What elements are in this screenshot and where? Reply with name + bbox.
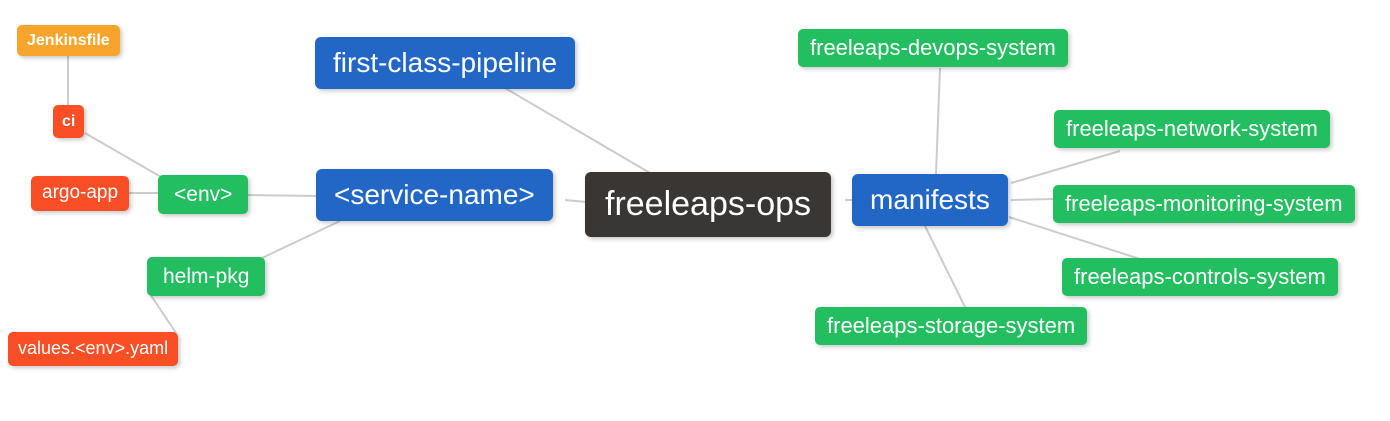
node-first-class-pipeline[interactable]: first-class-pipeline bbox=[315, 37, 576, 89]
node-env[interactable]: <env> bbox=[158, 175, 249, 215]
node-helm-pkg-label: helm-pkg bbox=[163, 265, 250, 288]
node-values-env-yaml[interactable]: values.<env>.yaml bbox=[8, 332, 179, 366]
node-env-label: <env> bbox=[174, 183, 233, 206]
node-helm-pkg[interactable]: helm-pkg bbox=[147, 257, 266, 297]
edge-servicename-ops bbox=[564, 199, 587, 203]
edge-ci-env bbox=[84, 132, 162, 178]
node-devops-system-label: freeleaps-devops-system bbox=[810, 35, 1056, 60]
node-values-env-yaml-label: values.<env>.yaml bbox=[18, 338, 169, 358]
node-service-name[interactable]: <service-name> bbox=[316, 169, 553, 221]
edge-pipeline-ops bbox=[504, 87, 651, 174]
node-first-class-pipeline-label: first-class-pipeline bbox=[333, 47, 558, 78]
node-service-name-label: <service-name> bbox=[334, 179, 535, 210]
node-jenkinsfile-label: Jenkinsfile bbox=[27, 32, 110, 49]
edge-manifests-storage bbox=[924, 225, 966, 308]
node-ci[interactable]: ci bbox=[53, 105, 85, 139]
node-manifests-label: manifests bbox=[870, 184, 990, 215]
node-monitoring-system-label: freeleaps-monitoring-system bbox=[1065, 191, 1343, 216]
node-jenkinsfile[interactable]: Jenkinsfile bbox=[17, 25, 120, 57]
node-controls-system[interactable]: freeleaps-controls-system bbox=[1062, 258, 1338, 297]
node-network-system-label: freeleaps-network-system bbox=[1066, 116, 1318, 141]
edge-values-helmpkg bbox=[149, 293, 177, 334]
node-storage-system[interactable]: freeleaps-storage-system bbox=[815, 307, 1088, 346]
edge-env-servicename bbox=[243, 194, 317, 197]
node-network-system[interactable]: freeleaps-network-system bbox=[1054, 110, 1330, 149]
edge-manifests-devops bbox=[935, 67, 941, 175]
edge-helmpkg-servicename bbox=[261, 220, 341, 259]
node-argo-app[interactable]: argo-app bbox=[31, 176, 130, 211]
node-argo-app-label: argo-app bbox=[42, 182, 119, 203]
edge-manifests-monitoring bbox=[1010, 198, 1055, 201]
node-controls-system-label: freeleaps-controls-system bbox=[1074, 264, 1326, 289]
node-devops-system[interactable]: freeleaps-devops-system bbox=[798, 29, 1068, 68]
node-manifests[interactable]: manifests bbox=[852, 174, 1008, 226]
node-freeleaps-ops-label: freeleaps-ops bbox=[605, 185, 812, 223]
node-freeleaps-ops[interactable]: freeleaps-ops bbox=[585, 172, 832, 237]
node-storage-system-label: freeleaps-storage-system bbox=[827, 313, 1076, 338]
edge-manifests-controls bbox=[1008, 216, 1141, 260]
node-monitoring-system[interactable]: freeleaps-monitoring-system bbox=[1053, 185, 1355, 224]
node-ci-label: ci bbox=[62, 113, 76, 130]
edge-manifests-network bbox=[1010, 150, 1121, 184]
